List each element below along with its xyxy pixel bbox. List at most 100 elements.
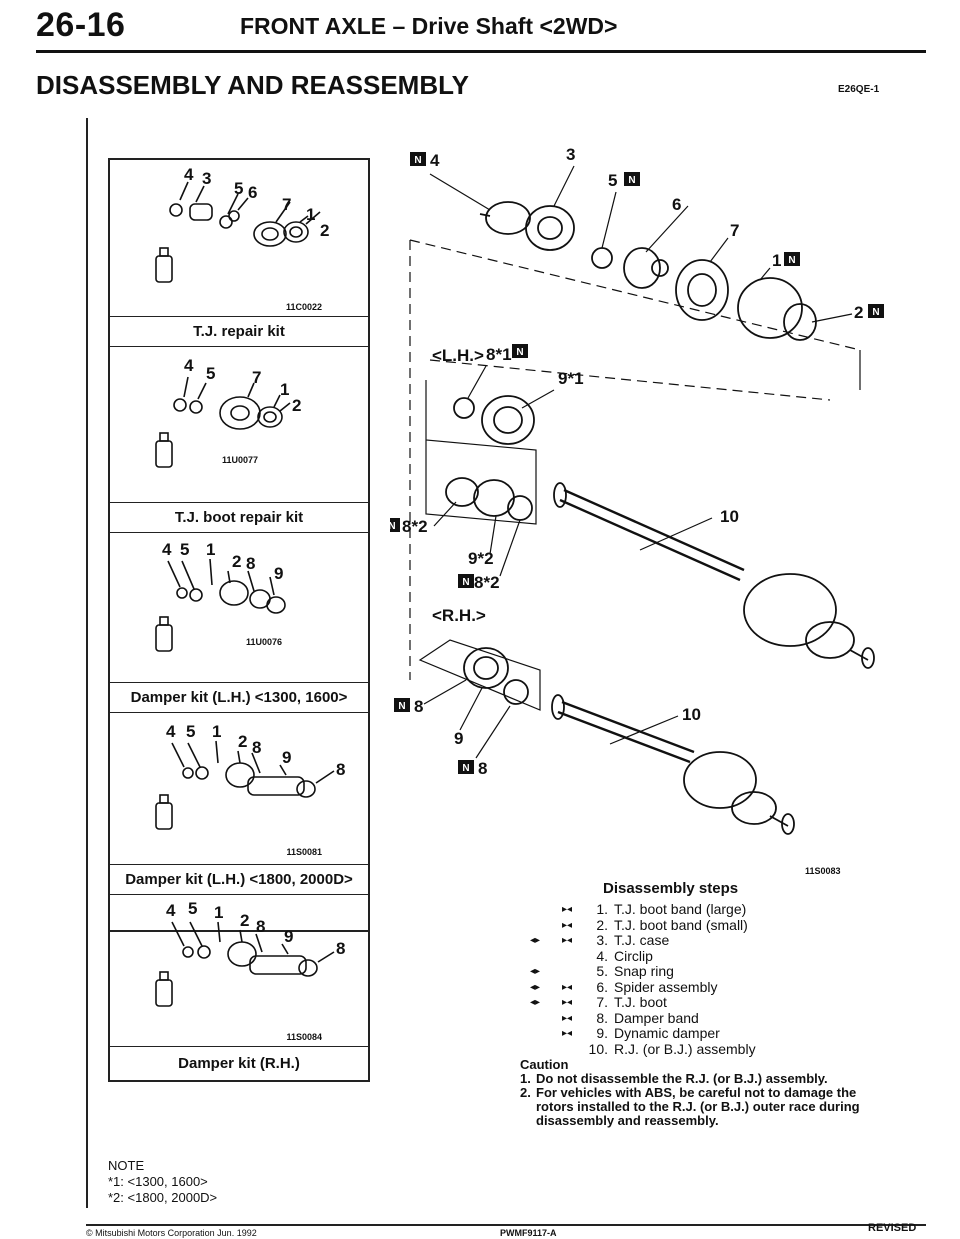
kit1-part-5: 5 <box>234 179 243 198</box>
callout-9-1: 9*1 <box>558 369 584 388</box>
kit5-part-4: 4 <box>166 901 176 920</box>
kit2-part-5: 5 <box>206 364 215 383</box>
kit-title: Damper kit (L.H.) <1800, 2000D> <box>125 871 353 888</box>
kit3-part-1: 1 <box>206 540 215 559</box>
kit5-part-2: 2 <box>240 911 249 930</box>
kit-rh-frame: 4 5 1 2 8 9 8 11S0084 Damper kit (R.H.) <box>108 894 370 1082</box>
kit1-part-6: 6 <box>248 183 257 202</box>
note-block: NOTE *1: <1300, 1600> *2: <1800, 2000D> <box>108 1158 217 1206</box>
kit4-part-8b: 8 <box>336 760 345 779</box>
callout-2: 2 <box>854 303 863 322</box>
kit5-part-8: 8 <box>256 917 265 936</box>
kit-illustration-cell: 4 5 7 1 2 11U0077 <box>110 346 368 503</box>
callout-8b: 8 <box>478 759 487 778</box>
footer-rule <box>86 1224 926 1226</box>
callout-8-1: 8*1 <box>486 345 512 364</box>
damper-kit-lh-small-drawing: 4 5 1 2 8 9 <box>155 540 286 652</box>
kit-illustration-cell: 4 3 5 6 7 1 2 11C0022 <box>110 160 368 316</box>
kit5-part-5: 5 <box>188 900 197 918</box>
kit-code: 11U0076 <box>245 637 282 647</box>
callout-10b: 10 <box>682 705 701 724</box>
tj-boot-repair-kit-drawing: 4 5 7 1 2 <box>155 356 301 468</box>
page-number: 26-16 <box>36 6 126 44</box>
kit3-part-2: 2 <box>232 552 241 571</box>
section-code: E26QE-1 <box>838 84 880 95</box>
callout-3: 3 <box>566 145 575 164</box>
callout-4: 4 <box>430 151 440 170</box>
kit3-part-5: 5 <box>180 540 189 559</box>
repair-kit-table: 4 3 5 6 7 1 2 11C0022 T.J. repair kit <box>108 158 370 932</box>
kit-code: 11C0022 <box>285 302 322 312</box>
main-diagram-code: 11S0083 <box>805 866 841 876</box>
header-rule <box>36 50 926 53</box>
note-line: *2: <1800, 2000D> <box>108 1190 218 1205</box>
kit-code: 11S0084 <box>286 1032 322 1042</box>
caution-item: 2.For vehicles with ABS, be careful not … <box>520 1085 860 1128</box>
kit5-part-1: 1 <box>214 903 223 922</box>
callout-9-2: 9*2 <box>468 549 494 568</box>
kit1-part-3: 3 <box>202 169 211 188</box>
kit-illustration-cell-top <box>110 894 368 931</box>
n-mark-letter: N <box>788 255 795 266</box>
kit3-part-4: 4 <box>162 540 172 559</box>
n-mark-letter: N <box>390 521 396 532</box>
kit1-part-4: 4 <box>184 165 194 184</box>
kit-title: T.J. repair kit <box>193 323 285 340</box>
kit-illustration-cell: 4 5 1 2 8 9 11U0076 <box>110 532 368 683</box>
left-margin-rule <box>86 118 88 1208</box>
rh-label: <R.H.> <box>432 606 486 625</box>
kit-title: Damper kit (L.H.) <1300, 1600> <box>130 689 348 706</box>
tj-repair-kit-drawing: 4 3 5 6 7 1 2 <box>155 165 329 283</box>
kit-title-cell: Damper kit (R.H.) <box>110 1046 368 1081</box>
kit-code: 11U0077 <box>221 455 258 465</box>
kit4-part-8: 8 <box>252 738 261 757</box>
kit4-part-2: 2 <box>238 732 247 751</box>
kit2-part-2: 2 <box>292 396 301 415</box>
kit5-part-9: 9 <box>284 927 293 946</box>
kit4-part-4: 4 <box>166 722 176 741</box>
n-mark-letter: N <box>462 763 469 774</box>
callout-5: 5 <box>608 171 617 190</box>
callout-10a: 10 <box>720 507 739 526</box>
kit1-part-7: 7 <box>282 195 291 214</box>
callout-8-2b: 8*2 <box>474 573 500 592</box>
kit-code: 11S0081 <box>286 847 322 857</box>
kit4-part-5: 5 <box>186 722 195 741</box>
kit1-part-1: 1 <box>306 205 315 224</box>
section-title: DISASSEMBLY AND REASSEMBLY <box>36 70 469 100</box>
kit2-part-4: 4 <box>184 356 194 375</box>
kit-title-cell: T.J. boot repair kit <box>110 502 368 533</box>
kit-title: T.J. boot repair kit <box>174 509 304 526</box>
callout-6: 6 <box>672 195 681 214</box>
kit5-part-8b: 8 <box>336 939 345 958</box>
callout-8a: 8 <box>414 697 423 716</box>
n-mark-letter: N <box>462 577 469 588</box>
kit-title-cell: Damper kit (L.H.) <1300, 1600> <box>110 682 368 713</box>
caution-block: Caution 1.Do not disassemble the R.J. (o… <box>520 1058 875 1128</box>
callout-8-2a: 8*2 <box>402 517 428 536</box>
kit1-part-2: 2 <box>320 221 329 240</box>
kit2-part-7: 7 <box>252 368 261 387</box>
n-mark-letter: N <box>398 701 405 712</box>
callout-9: 9 <box>454 729 463 748</box>
footer-copyright: © Mitsubishi Motors Corporation Jun. 199… <box>86 1228 257 1238</box>
kit4-part-1: 1 <box>212 722 221 741</box>
footer-revised: REVISED <box>868 1222 917 1234</box>
damper-kit-rh-drawing: 4 5 1 2 8 9 8 <box>155 900 345 1007</box>
kit-title-cell: Damper kit (L.H.) <1800, 2000D> <box>110 864 368 895</box>
page-title: FRONT AXLE – Drive Shaft <2WD> <box>240 13 618 39</box>
kit-illustration-cell: 4 5 1 2 8 9 8 11S0081 <box>110 712 368 865</box>
caution-item: 1.Do not disassemble the R.J. (or B.J.) … <box>520 1071 828 1086</box>
callout-7: 7 <box>730 221 739 240</box>
kit-title: Damper kit (R.H.) <box>178 1055 300 1072</box>
kit4-part-9: 9 <box>282 748 291 767</box>
note-heading: NOTE <box>108 1158 145 1173</box>
caution-heading: Caution <box>520 1057 569 1072</box>
n-mark-letter: N <box>872 307 879 318</box>
disassembly-heading: Disassembly steps <box>603 880 739 897</box>
damper-kit-lh-large-drawing: 4 5 1 2 8 9 8 <box>155 722 345 830</box>
kit-title-cell: T.J. repair kit <box>110 316 368 347</box>
note-line: *1: <1300, 1600> <box>108 1174 208 1189</box>
lh-label: <L.H.> <box>432 346 484 365</box>
footer-pub-code: PWMF9117-A <box>500 1228 557 1238</box>
